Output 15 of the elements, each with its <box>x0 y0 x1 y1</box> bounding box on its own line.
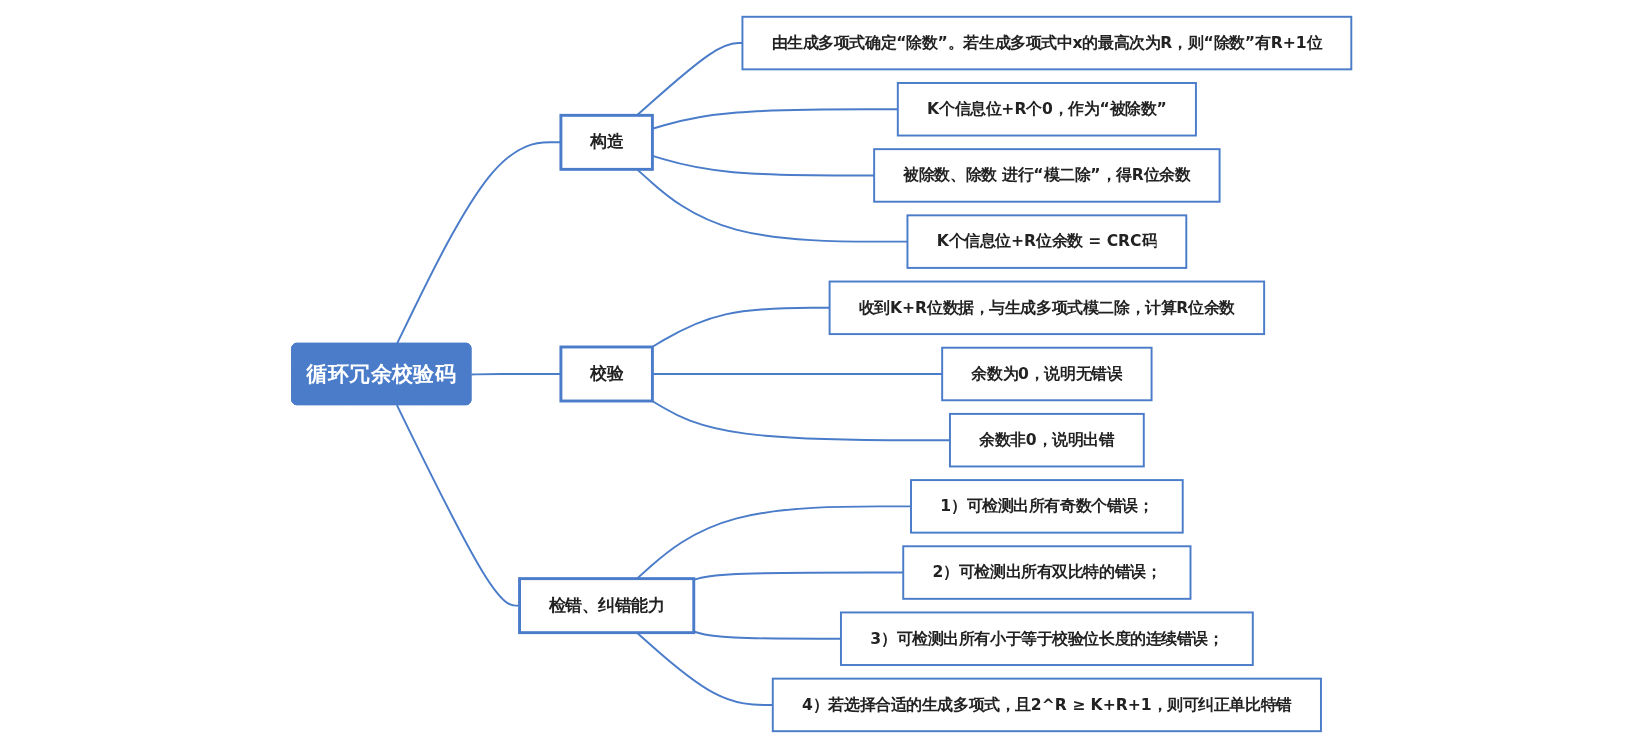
node-box: 构造 <box>559 113 655 171</box>
node-box: 被除数、除数 进行“模二除”，得R位余数 <box>873 147 1222 203</box>
node-box: 1）可检测出所有奇数个错误； <box>910 478 1185 534</box>
node-box: 收到K+R位数据，与生成多项式模二除，计算R位余数 <box>829 280 1266 335</box>
node-box: K个信息位+R个0，作为“被除数” <box>897 81 1198 136</box>
node-box: 由生成多项式确定“除数”。若生成多项式中x的最高次为R，则“除数”有R+1位 <box>741 15 1353 70</box>
node-box: 校验 <box>559 345 655 402</box>
node-box: 检错、纠错能力 <box>518 576 696 634</box>
node-box: 2）可检测出所有双比特的错误； <box>902 544 1192 600</box>
node-box: 4）若选择合适的生成多项式，且2^R ≥ K+R+1，则可纠正单比特错 <box>772 677 1323 732</box>
node-box: 余数为0，说明无错误 <box>941 346 1153 401</box>
connector <box>396 403 521 607</box>
node-box: 3）可检测出所有小于等于校验位长度的连续错误； <box>840 610 1255 666</box>
node-box: 余数非0，说明出错 <box>949 412 1146 467</box>
node-box: K个信息位+R位余数 = CRC码 <box>906 213 1188 269</box>
